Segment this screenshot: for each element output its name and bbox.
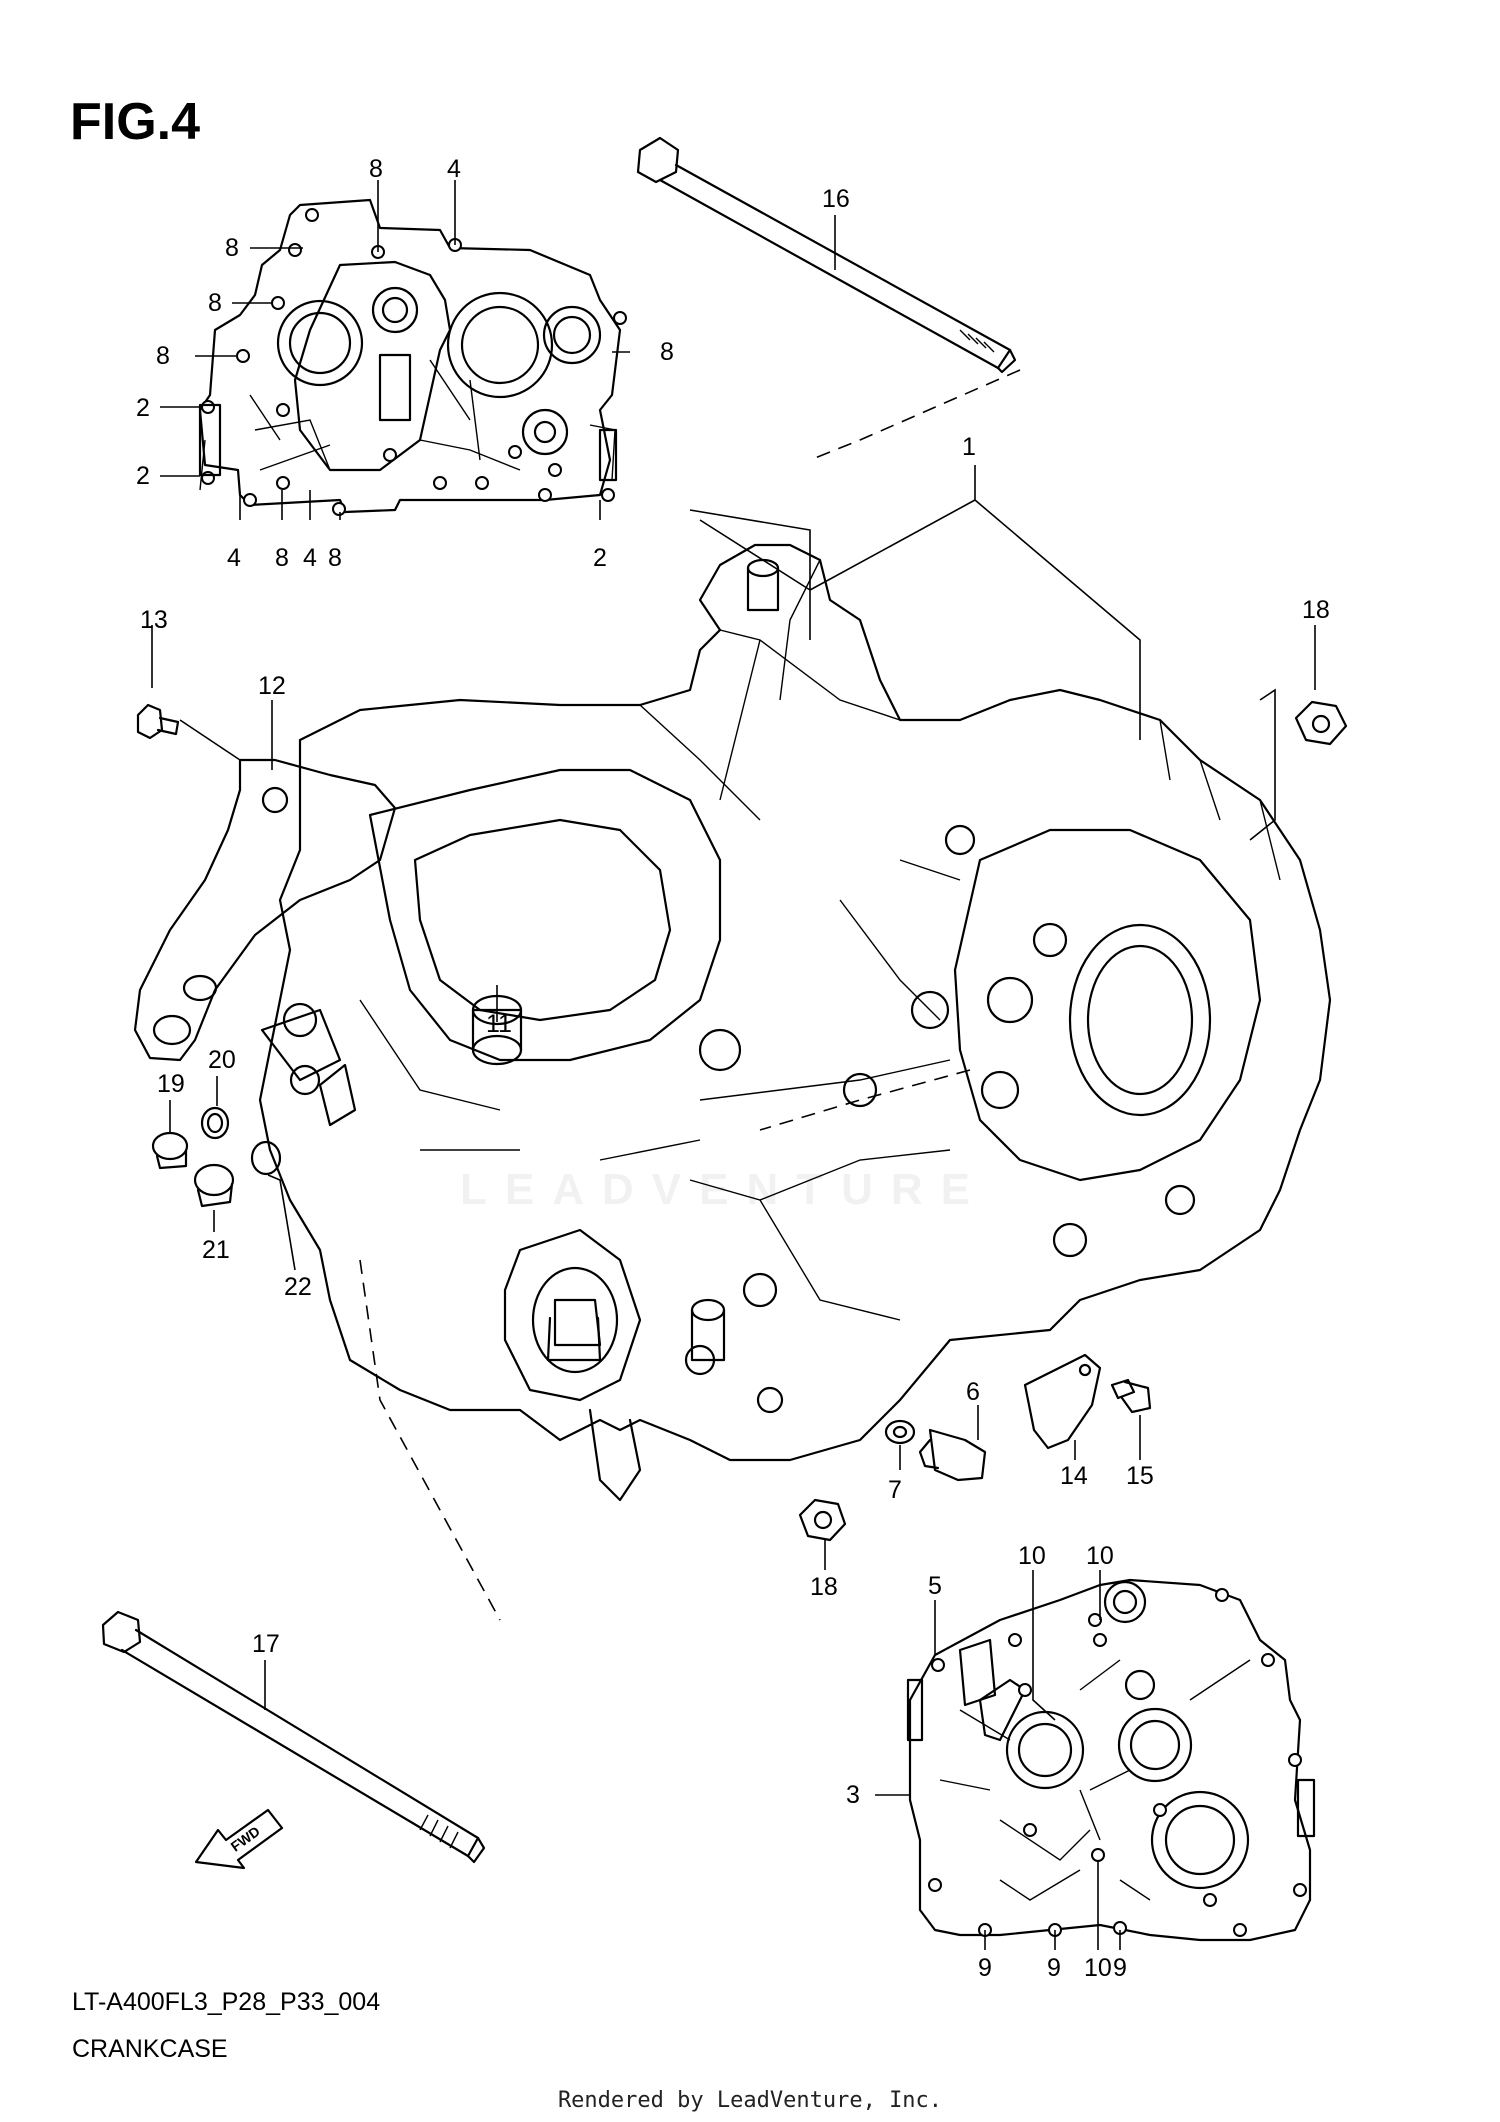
callout-7: 7 <box>888 1476 902 1504</box>
callout-20: 20 <box>208 1046 236 1074</box>
callout-8b: 8 <box>225 234 239 262</box>
callout-15: 15 <box>1126 1462 1154 1490</box>
diagram-code: LT-A400FL3_P28_P33_004 <box>72 1988 381 2016</box>
bolt-15-icon <box>1110 1378 1152 1414</box>
callout-18a: 18 <box>1302 596 1330 624</box>
callout-3: 3 <box>846 1781 860 1809</box>
callout-18b: 18 <box>810 1573 838 1601</box>
diagram-name: CRANKCASE <box>72 2035 228 2063</box>
callout-14: 14 <box>1060 1462 1088 1490</box>
callout-10b: 10 <box>1086 1542 1114 1570</box>
nut-18-bottom-icon <box>798 1498 847 1542</box>
callout-10a: 10 <box>1018 1542 1046 1570</box>
top-case-callouts: 8 4 8 8 8 8 2 2 4 8 4 8 2 <box>136 155 674 572</box>
bottom-case-leaders <box>875 1570 1121 1950</box>
bolt-13-icon <box>136 703 180 740</box>
top-case-leaders <box>160 180 630 520</box>
callout-8a: 8 <box>369 155 383 183</box>
callout-13: 13 <box>140 606 168 634</box>
callout-8c: 8 <box>208 289 222 317</box>
callout-8d: 8 <box>156 342 170 370</box>
callout-16: 16 <box>822 185 850 213</box>
washer-7-icon <box>884 1419 916 1445</box>
washer-20-icon <box>200 1106 230 1140</box>
crankcase-left-half-icon <box>198 198 627 516</box>
callout-22: 22 <box>284 1273 312 1301</box>
figure-title: FIG.4 <box>70 93 201 151</box>
callout-4c: 4 <box>303 544 317 572</box>
callout-2a: 2 <box>136 394 150 422</box>
callout-8g: 8 <box>328 544 342 572</box>
callout-8e: 8 <box>660 338 674 366</box>
callout-4a: 4 <box>447 155 461 183</box>
callout-9a: 9 <box>978 1954 992 1982</box>
crankcase-right-half-icon <box>906 1578 1316 1942</box>
callout-2b: 2 <box>136 462 150 490</box>
callout-9b: 9 <box>1047 1954 1061 1982</box>
callout-11: 11 <box>486 1010 512 1038</box>
long-bolt-16-icon <box>636 136 1017 374</box>
render-credit: Rendered by LeadVenture, Inc. <box>557 2088 943 2113</box>
nut-18-top-icon <box>1294 700 1348 746</box>
plug-21-icon <box>193 1140 282 1208</box>
bracket-14-icon <box>1023 1353 1102 1450</box>
bottom-case-callouts: 10 10 5 3 9 9 10 9 <box>846 1542 1127 1982</box>
plug-19-icon <box>151 1131 189 1170</box>
fwd-arrow-icon: FWD <box>194 1808 284 1870</box>
callout-17: 17 <box>252 1630 280 1658</box>
callout-2c: 2 <box>593 544 607 572</box>
callout-8f: 8 <box>275 544 289 572</box>
callout-6: 6 <box>966 1378 980 1406</box>
callout-12: 12 <box>258 672 286 700</box>
main-leaders <box>151 465 1316 1022</box>
callout-19: 19 <box>157 1070 185 1098</box>
bolt-6-icon <box>918 1428 987 1482</box>
bracket-12-icon <box>133 758 397 1062</box>
watermark-logo: LEADVENTURE <box>460 1165 989 1214</box>
crankcase-assembly-icon <box>258 543 1332 1502</box>
callout-21: 21 <box>202 1236 230 1264</box>
callout-9c: 9 <box>1113 1954 1127 1982</box>
fwd-label: FWD <box>228 1823 263 1855</box>
callout-5: 5 <box>928 1572 942 1600</box>
long-bolt-17-icon <box>101 1610 486 1864</box>
callout-4b: 4 <box>227 544 241 572</box>
callout-1: 1 <box>962 433 976 461</box>
callout-10c: 10 <box>1084 1954 1112 1982</box>
bolt-holes <box>928 1588 1307 1937</box>
